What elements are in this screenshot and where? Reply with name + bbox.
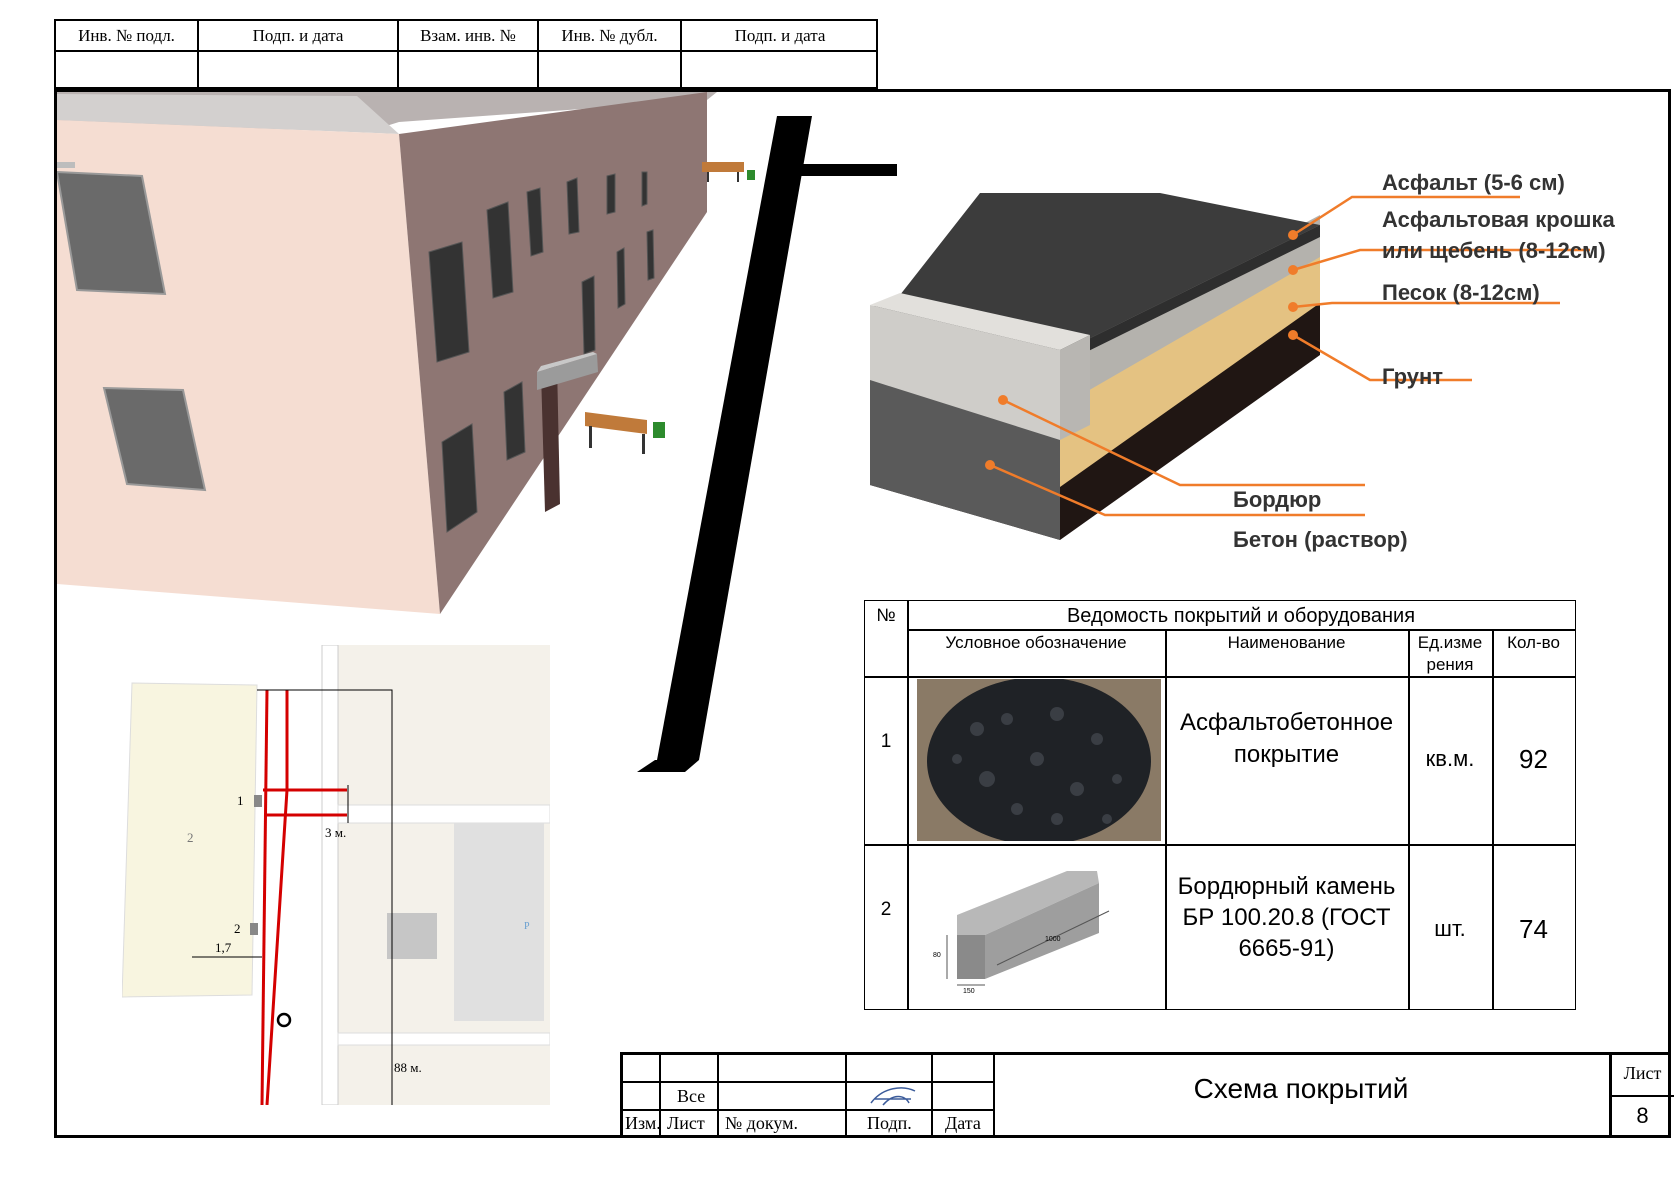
curb-dim-w: 150 [963, 988, 975, 993]
header-name: Наименование [1227, 633, 1346, 652]
label-crumb-1: Асфальтовая крошка [1382, 207, 1615, 232]
sheet-title: Схема покрытий [1193, 1073, 1409, 1104]
row2-name-3: 6665-91) [1238, 935, 1335, 962]
row1-unit: кв.м. [1425, 746, 1475, 771]
pavement-layers-illustration [870, 193, 1590, 540]
sheet-label: Лист [1623, 1063, 1662, 1083]
row1-qty: 92 [1519, 744, 1548, 774]
label-asphalt: Асфальт (5-6 см) [1382, 170, 1565, 195]
row2-unit: шт. [1434, 916, 1466, 941]
window [102, 386, 207, 492]
stamp-col-inv-dubl: Инв. № дубл. [539, 21, 682, 87]
label-curb: Бордюр [1233, 487, 1322, 512]
table-title: Ведомость покрытий и оборудования [1066, 605, 1416, 627]
header-unit-1: Ед.изме [1417, 633, 1483, 652]
stamp-col-sign-date-2: Подп. и дата [682, 21, 878, 87]
label-soil: Грунт [1382, 364, 1444, 389]
row2-num: 2 [880, 899, 892, 920]
bench-near [585, 412, 665, 454]
title-block: Все Изм. Лист № докум. Подп. Дата Схема … [620, 1052, 1674, 1138]
leader-lines [989, 195, 1590, 517]
street-3d-render [57, 92, 897, 772]
plan-dim-3m: 3 м. [325, 825, 347, 840]
curb-stone-image: 80 150 1000 [933, 871, 1110, 993]
drawing-frame [54, 89, 1671, 1138]
stamp-vse: Все [677, 1086, 706, 1106]
plan-building-number: 2 [187, 830, 194, 845]
plan-marker-1: 1 [237, 793, 244, 808]
curb-dim-h: 80 [933, 952, 941, 959]
plan-parking: P [524, 921, 530, 932]
asphalt-sample-image [917, 679, 1161, 841]
window [57, 170, 167, 296]
header-qty: Кол-во [1507, 633, 1560, 652]
stamp-list: Лист [667, 1113, 705, 1133]
building-side-wall [399, 92, 707, 614]
coverage-equipment-table: № Ведомость покрытий и оборудования Усло… [864, 600, 1576, 1010]
row2-name-1: Бордюрный камень [1177, 873, 1396, 900]
stamp-col-sign-date: Подп. и дата [199, 21, 399, 87]
plan-dim-17: 1,7 [215, 940, 232, 955]
plan-dim-88m: 88 м. [394, 1060, 422, 1075]
row1-name-1: Асфальтобетонное [1179, 709, 1394, 736]
site-plan-map: 1 2 2 3 м. 1,7 88 м. P [122, 645, 550, 1105]
stamp-col-zam-inv: Взам. инв. № [399, 21, 539, 87]
stamp-doc-num: № докум. [725, 1113, 798, 1133]
row2-name-2: БР 100.20.8 (ГОСТ [1182, 904, 1391, 931]
top-stamp-table: Инв. № подл. Подп. и дата Взам. инв. № И… [54, 19, 878, 89]
header-num: № [876, 605, 896, 625]
sheet-number: 8 [1636, 1103, 1649, 1128]
plan-marker-2: 2 [234, 921, 241, 936]
header-symbol: Условное обозначение [945, 633, 1127, 652]
signature-mark [870, 1087, 916, 1106]
stamp-sign: Подп. [867, 1113, 912, 1133]
stamp-izm: Изм. [625, 1113, 661, 1133]
label-concrete: Бетон (раствор) [1233, 527, 1408, 552]
curb-dim-len: 1000 [1045, 936, 1061, 943]
label-sand: Песок (8-12см) [1382, 280, 1540, 305]
bench-far [702, 162, 755, 182]
stamp-col-inv-podl: Инв. № подл. [56, 21, 199, 87]
row1-name-2: покрытие [1233, 741, 1340, 768]
header-unit-2: рения [1426, 655, 1474, 674]
row1-num: 1 [880, 731, 892, 752]
road [657, 116, 812, 760]
row2-qty: 74 [1519, 914, 1548, 944]
stamp-date: Дата [945, 1113, 981, 1133]
label-crumb-2: или щебень (8-12см) [1382, 238, 1606, 263]
